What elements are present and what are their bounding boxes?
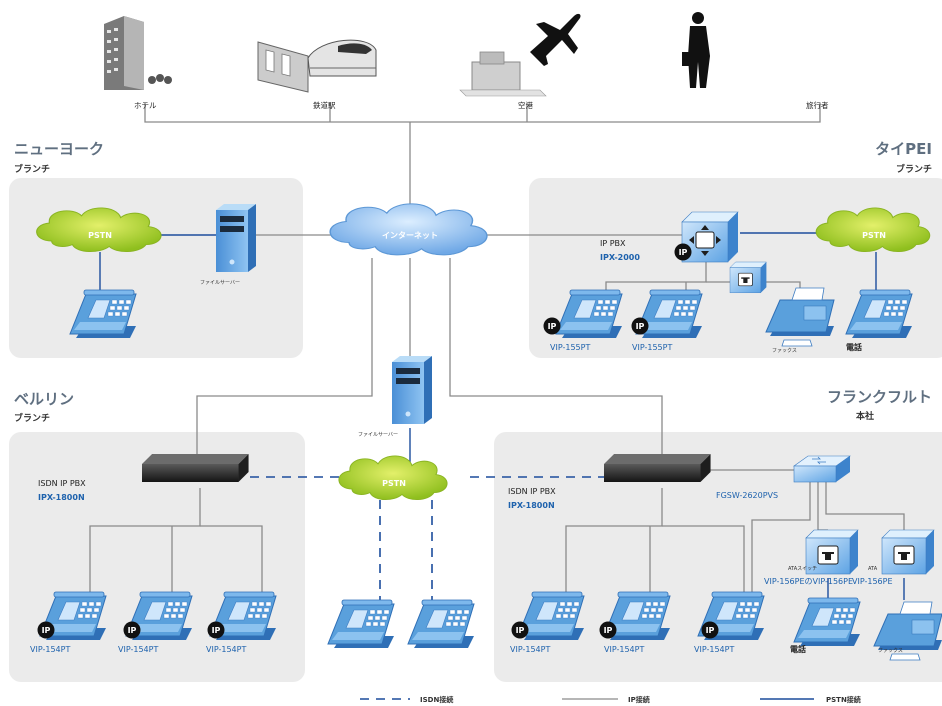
label-berlin-pbx-model: IPX-1800N: [38, 493, 85, 502]
tag-ata-switch: ATAスイッチ: [788, 566, 817, 572]
ip-tag: IP: [128, 626, 137, 635]
pstn-cloud-icon: [815, 207, 931, 253]
label-traveler: 旅行者: [806, 100, 829, 110]
ata-icon: [729, 261, 767, 294]
pstn-cloud-icon: [36, 207, 162, 253]
label-berlin-pbx: ISDN IP PBX: [38, 479, 86, 488]
ata-icon: [881, 529, 935, 575]
label-taipei-fax: ファックス: [772, 348, 797, 354]
ip-pbx-icon: [604, 454, 711, 482]
label-berlin-phone-1: VIP-154PT: [30, 645, 70, 654]
title-frankfurt: フランクフルト: [827, 388, 932, 406]
label-frankfurt-switch: FGSW-2620PVS: [716, 491, 778, 500]
label-pstn-newyork: PSTN: [88, 231, 112, 240]
pstn-cloud-icon: [338, 455, 448, 501]
label-frankfurt-pbx: ISDN IP PBX: [508, 487, 556, 496]
label-internet: インターネット: [382, 230, 438, 240]
ip-tag: IP: [636, 322, 645, 331]
label-taipei-phone-2: VIP-155PT: [632, 343, 672, 352]
switch-icon: [793, 455, 851, 483]
phone-icon: [327, 599, 395, 649]
label-taipei-phone: 電話: [846, 342, 862, 352]
label-frankfurt-pbx-model: IPX-1800N: [508, 501, 555, 510]
label-pstn-center: PSTN: [382, 479, 406, 488]
legend-pstn: PSTN接続: [826, 695, 861, 704]
subtitle-taipei: ブランチ: [896, 163, 932, 175]
ip-tag: IP: [516, 626, 525, 635]
label-berlin-phone-3: VIP-154PT: [206, 645, 246, 654]
title-newyork: ニューヨーク: [14, 140, 104, 158]
server-icon: [392, 356, 432, 424]
title-taipei: タイPEI: [875, 140, 932, 158]
label-pstn-taipei: PSTN: [862, 231, 886, 240]
label-taipei-phone-1: VIP-155PT: [550, 343, 590, 352]
ip-tag: IP: [212, 626, 221, 635]
internet-cloud-icon: [329, 203, 488, 256]
label-airport: 空港: [518, 100, 533, 110]
legend-ip: IP接続: [628, 695, 650, 704]
subtitle-newyork: ブランチ: [14, 163, 50, 175]
hotel-icon: [104, 16, 172, 90]
station-icon: [257, 39, 377, 93]
label-taipei-pbx: IP PBX: [600, 239, 626, 248]
airport-icon: [459, 13, 581, 97]
subtitle-berlin: ブランチ: [14, 412, 50, 424]
label-file-server-center: ファイルサーバー: [358, 432, 398, 438]
ip-tag: IP: [548, 322, 557, 331]
tag-ata: ATA: [868, 566, 878, 572]
label-frankfurt-ata-2: VIP-156PE: [852, 577, 893, 586]
ip-pbx-icon: [142, 454, 249, 482]
legend-isdn: ISDN接続: [420, 695, 453, 704]
label-frankfurt-phone-2: VIP-154PT: [604, 645, 644, 654]
server-icon: [216, 204, 256, 272]
label-berlin-phone-2: VIP-154PT: [118, 645, 158, 654]
label-frankfurt-phone-3: VIP-154PT: [694, 645, 734, 654]
traveler-icon: [682, 12, 710, 88]
label-file-server-newyork: ファイルサーバー: [200, 280, 240, 286]
legend: ISDN接続 IP接続 PSTN接続: [360, 695, 861, 704]
phone-icon: [407, 599, 475, 649]
ip-tag: IP: [42, 626, 51, 635]
label-hotel: ホテル: [134, 101, 157, 110]
ip-tag: IP: [604, 626, 613, 635]
ip-tag: IP: [679, 248, 688, 257]
title-berlin: ベルリン: [14, 390, 74, 408]
ip-tag: IP: [706, 626, 715, 635]
label-frankfurt-phone-1: VIP-154PT: [510, 645, 550, 654]
isdn-connections: [250, 476, 610, 600]
label-frankfurt-fax: ファックス: [878, 648, 903, 654]
subtitle-frankfurt: 本社: [856, 410, 874, 422]
label-station: 鉄道駅: [313, 100, 336, 110]
label-frankfurt-ata-1: VIP-156PEのVIP-156PE: [764, 577, 853, 586]
label-frankfurt-phone: 電話: [790, 644, 806, 654]
label-taipei-pbx-model: IPX-2000: [600, 253, 640, 262]
panel-newyork: [9, 178, 303, 358]
